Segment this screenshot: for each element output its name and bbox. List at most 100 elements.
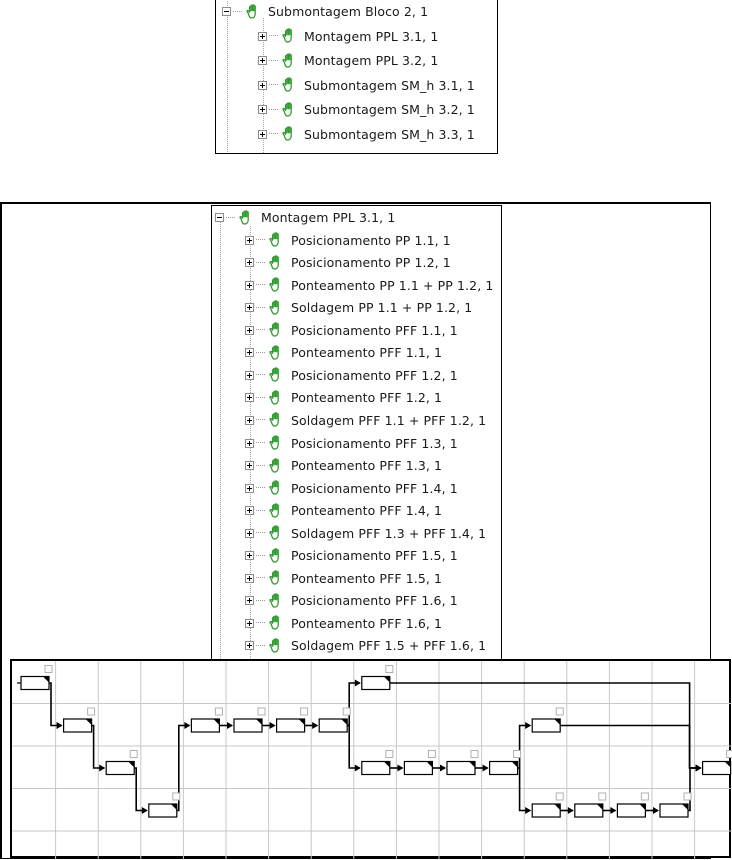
- expand-icon[interactable]: [258, 80, 267, 90]
- node-corner-marker: [554, 804, 561, 810]
- hand-icon: [282, 77, 292, 92]
- tree-item[interactable]: Posicionamento PFF 1.2, 1: [245, 365, 458, 386]
- task-node[interactable]: [62, 718, 93, 733]
- expand-icon[interactable]: [245, 438, 254, 448]
- tree-item-label: Montagem PPL 3.1, 1: [261, 210, 396, 225]
- tree-item[interactable]: Posicionamento PFF 1.1, 1: [245, 320, 458, 341]
- expand-icon[interactable]: [258, 129, 267, 139]
- tree-item[interactable]: Ponteamento PFF 1.6, 1: [245, 613, 442, 634]
- expand-icon[interactable]: [245, 641, 254, 651]
- tree-item[interactable]: Ponteamento PP 1.1 + PP 1.2, 1: [245, 275, 493, 296]
- expand-icon[interactable]: [245, 348, 254, 358]
- tree-item[interactable]: Ponteamento PFF 1.5, 1: [245, 568, 442, 589]
- tree-item[interactable]: Soldagem PFF 1.1 + PFF 1.2, 1: [245, 410, 486, 431]
- expand-icon[interactable]: [258, 31, 267, 41]
- node-flag-box: [172, 792, 181, 801]
- expand-icon[interactable]: [245, 528, 254, 538]
- task-node[interactable]: [105, 760, 135, 776]
- tree-connector: [256, 261, 265, 264]
- expand-icon[interactable]: [245, 280, 254, 290]
- tree-item[interactable]: Posicionamento PFF 1.3, 1: [245, 433, 458, 454]
- collapse-icon[interactable]: [222, 7, 231, 16]
- task-node[interactable]: [148, 803, 178, 818]
- task-node[interactable]: [403, 760, 433, 776]
- task-node[interactable]: [20, 675, 50, 691]
- tree-item[interactable]: Ponteamento PFF 1.1, 1: [245, 342, 442, 363]
- tree-item[interactable]: Posicionamento PFF 1.6, 1: [245, 590, 458, 611]
- tree-item[interactable]: Submontagem SM_h 3.3, 1: [258, 124, 475, 145]
- expand-icon[interactable]: [245, 393, 254, 403]
- dependency-link: [560, 724, 701, 769]
- expand-icon[interactable]: [245, 415, 254, 425]
- expand-icon[interactable]: [258, 105, 267, 114]
- node-corner-marker: [554, 719, 561, 725]
- node-flag-box: [385, 750, 394, 758]
- arrowhead-icon: [525, 722, 532, 729]
- task-node[interactable]: [616, 803, 647, 818]
- expand-icon[interactable]: [245, 370, 254, 380]
- task-node[interactable]: [233, 718, 263, 733]
- tree-item-label: Ponteamento PFF 1.4, 1: [291, 503, 443, 519]
- expand-icon[interactable]: [245, 258, 254, 268]
- tree-item[interactable]: Posicionamento PP 1.2, 1: [245, 252, 451, 273]
- arrowhead-icon: [354, 764, 361, 772]
- tree-item-root[interactable]: Submontagem Bloco 2, 1: [222, 1, 428, 22]
- tree-item[interactable]: Submontagem SM_h 3.2, 1: [258, 99, 475, 120]
- task-node[interactable]: [361, 760, 391, 776]
- network-diagram: [10, 659, 732, 860]
- task-node[interactable]: [276, 718, 306, 733]
- expand-icon[interactable]: [245, 551, 254, 561]
- tree-item[interactable]: Posicionamento PFF 1.4, 1: [245, 478, 458, 499]
- node-flag-box: [513, 750, 522, 758]
- tree-item-label: Posicionamento PFF 1.5, 1: [291, 548, 458, 564]
- task-node[interactable]: [574, 803, 604, 818]
- tree-item-root[interactable]: Montagem PPL 3.1, 1: [215, 207, 395, 228]
- tree-item[interactable]: Submontagem SM_h 3.1, 1: [258, 75, 475, 96]
- expand-icon[interactable]: [245, 618, 254, 628]
- task-node[interactable]: [531, 803, 561, 818]
- expand-icon[interactable]: [245, 303, 254, 313]
- expand-icon[interactable]: [245, 461, 254, 471]
- node-corner-marker: [298, 719, 305, 725]
- expand-icon[interactable]: [245, 325, 254, 335]
- task-node[interactable]: [489, 760, 519, 776]
- tree-item[interactable]: Soldagem PFF 1.5 + PFF 1.6, 1: [245, 635, 486, 656]
- tree-connector: [256, 554, 265, 557]
- tree-item[interactable]: Posicionamento PFF 1.5, 1: [245, 545, 458, 566]
- tree-item[interactable]: Ponteamento PFF 1.2, 1: [245, 387, 442, 408]
- task-node[interactable]: [446, 760, 476, 776]
- expand-icon[interactable]: [245, 506, 254, 516]
- node-flag-box: [129, 750, 138, 758]
- task-node[interactable]: [531, 718, 561, 733]
- dependency-link: [134, 767, 147, 812]
- tree-item[interactable]: Ponteamento PFF 1.4, 1: [245, 500, 442, 521]
- tree-item[interactable]: Soldagem PP 1.1 + PP 1.2, 1: [245, 297, 472, 318]
- task-node[interactable]: [190, 718, 220, 733]
- tree-item[interactable]: Posicionamento PP 1.1, 1: [245, 230, 451, 251]
- task-node[interactable]: [318, 718, 348, 733]
- hand-icon: [282, 101, 292, 117]
- task-node[interactable]: [701, 760, 732, 776]
- hand-icon: [269, 570, 279, 585]
- collapse-icon[interactable]: [215, 213, 224, 222]
- node-corner-marker: [596, 804, 603, 810]
- expand-icon[interactable]: [245, 596, 254, 606]
- node-flag-box: [342, 707, 351, 716]
- arrowhead-icon: [610, 807, 617, 814]
- expand-icon[interactable]: [245, 573, 254, 583]
- task-node[interactable]: [361, 675, 391, 691]
- task-node[interactable]: [659, 803, 689, 818]
- expand-icon[interactable]: [245, 235, 254, 245]
- arrowhead-icon: [695, 764, 702, 772]
- outer-frame: [0, 202, 711, 859]
- expand-icon[interactable]: [245, 483, 254, 493]
- expand-icon[interactable]: [258, 56, 267, 65]
- arrowhead-icon: [567, 807, 574, 814]
- tree-item[interactable]: Ponteamento PFF 1.3, 1: [245, 455, 442, 476]
- hand-icon: [282, 52, 292, 68]
- tree-item[interactable]: Montagem PPL 3.2, 1: [258, 50, 438, 71]
- node-flag-box: [214, 707, 223, 716]
- tree-connector: [256, 644, 265, 647]
- tree-item[interactable]: Soldagem PFF 1.3 + PFF 1.4, 1: [245, 523, 486, 544]
- tree-item[interactable]: Montagem PPL 3.1, 1: [258, 26, 438, 47]
